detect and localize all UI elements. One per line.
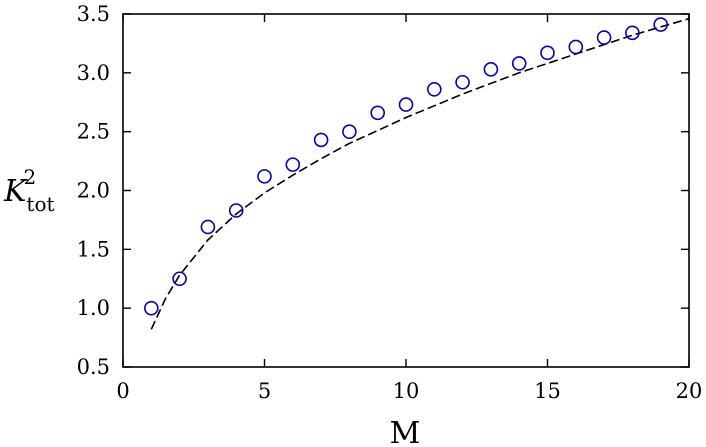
y-tick-label: 0.5 xyxy=(77,355,110,379)
data-point xyxy=(426,82,442,97)
y-tick-label: 3.5 xyxy=(77,2,110,26)
data-point xyxy=(596,30,612,45)
x-tick-label: 0 xyxy=(116,379,129,403)
plot-area: 0 5 10 15 20 0.5 1.0 1.5 2.0 2.5 3.0 3.5 xyxy=(77,2,703,403)
x-tick-label: 5 xyxy=(258,379,271,403)
data-point xyxy=(313,132,329,148)
data-point xyxy=(228,203,244,218)
y-tick-label: 3.0 xyxy=(77,61,110,85)
data-point xyxy=(342,124,357,139)
x-axis-label: M xyxy=(390,416,421,447)
y-tick-label: 1.5 xyxy=(77,237,110,261)
data-point xyxy=(540,45,555,61)
data-point xyxy=(455,74,470,90)
y-axis-label-sup: 2 xyxy=(24,165,37,189)
y-axis-label: Ktot 2 xyxy=(3,165,55,216)
data-point xyxy=(568,39,584,55)
y-tick-label: 1.0 xyxy=(77,296,110,320)
y-tick-label: 2.5 xyxy=(77,120,110,144)
y-tick-label: 2.0 xyxy=(77,179,110,203)
plot-frame xyxy=(122,13,690,368)
data-point xyxy=(257,169,272,184)
x-tick-label: 15 xyxy=(534,379,561,403)
data-point xyxy=(483,62,499,77)
data-point xyxy=(625,25,640,41)
y-axis-label-main: K xyxy=(3,174,28,209)
x-tick-label: 20 xyxy=(676,379,703,403)
y-axis-label-sub: tot xyxy=(26,192,54,216)
data-point xyxy=(285,157,301,172)
fit-curve xyxy=(150,17,690,330)
data-point xyxy=(144,300,159,316)
data-point xyxy=(398,97,414,112)
x-tick-label: 10 xyxy=(393,379,420,403)
data-point xyxy=(511,56,527,71)
data-point xyxy=(200,219,216,235)
data-point xyxy=(370,105,386,121)
data-point xyxy=(653,17,669,32)
data-point xyxy=(172,271,187,287)
